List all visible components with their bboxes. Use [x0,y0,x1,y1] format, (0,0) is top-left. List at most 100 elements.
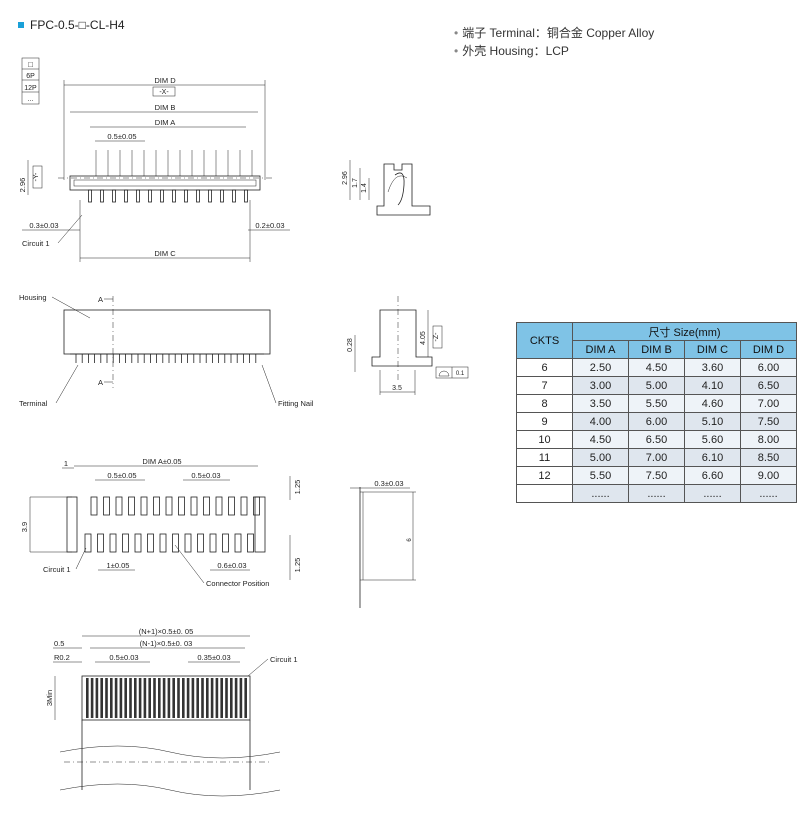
footprint-pad-top [90,496,98,516]
footprint-pad-top [153,496,160,516]
top-pin-lead [148,189,152,203]
fpc-trace [244,678,247,718]
fp-dima-label: DIM A±0.05 [142,457,181,466]
cell-dimb: 7.00 [628,448,685,467]
dim-a-label: DIM A [155,118,175,127]
table-col-dima: DIM A [572,340,629,359]
fitting-nail-label: Fitting Nail [278,399,314,408]
top-h296-label: 2.96 [18,178,27,193]
pin-box-2: 12P [24,85,37,92]
footprint-pad-top [228,496,235,516]
footprint-pad-top [165,496,173,516]
fpc-trace [134,678,137,718]
fpc-3min-label: 3Min [45,690,54,706]
housing-label: Housing [19,293,47,302]
table-header-size: 尺寸 Size(mm) [572,322,797,341]
fp-conn-label: Connector Position [206,579,269,588]
top-pin-lead [88,189,92,203]
table-col-dimc: DIM C [684,340,741,359]
fpc-trace [220,678,223,718]
a-top-label: A [98,295,103,304]
cell-dimb: 5.50 [628,394,685,413]
fpc-trace [191,678,195,718]
cell-dimc: 3.60 [684,358,741,377]
table-header-ckts: CKTS [516,322,573,359]
cell-dimc: 6.60 [684,466,741,485]
fp-1-label: 1±0.05 [107,561,130,570]
top-pin-lead [112,189,116,203]
fpc-trace [158,678,161,718]
footprint-pad-bottom [197,533,204,553]
cell-dimc: 6.10 [684,448,741,467]
cell-dimd: 8.50 [740,448,797,467]
cell-dima: 4.00 [572,412,629,431]
top-pin-lead [196,189,200,203]
fpc-trace [114,678,118,718]
footprint-pad-bottom [209,533,217,553]
fpc-trace [177,678,180,718]
fpc-view: (N+1)×0.5±0. 05 (N-1)×0.5±0. 03 0.5 R0.2… [45,627,298,797]
fpc-trace [153,678,156,718]
cell-dimd: 7.50 [740,412,797,431]
fpc-trace [90,678,94,718]
fpc-trace [234,678,238,718]
side-14-label: 1.4 [361,183,368,193]
footprint-pad-top [203,496,210,516]
s35-label: 3.5 [392,385,402,392]
fpc-trace [196,678,199,718]
spec-housing-text: 外壳 Housing：LCP [462,44,569,58]
fpc-trace [201,678,204,718]
pl03-label: 0.3±0.03 [374,479,403,488]
fpc-trace [225,678,228,718]
fpc-trace [119,678,123,718]
fpc-trace [206,678,209,718]
s405-label: 4.05 [420,331,427,345]
fpc-n1p-label: (N+1)×0.5±0. 05 [139,627,194,636]
top-pin-lead [208,189,212,203]
cell-dimc: 5.10 [684,412,741,431]
top-circuit1-label: Circuit 1 [22,239,50,248]
top-pin-lead [232,189,236,203]
y-ref-label: -Y- [33,172,40,181]
pin-box-1: 6P [26,73,35,80]
fpc-trace [172,678,175,718]
cell-ckts: 6 [516,358,573,377]
cell-dimb: ...... [628,484,685,503]
table-col-dimb: DIM B [628,340,685,359]
fp-circuit1-label: Circuit 1 [43,565,71,574]
pin-box-0: □ [28,60,33,69]
fpc-trace [110,678,113,718]
footprint-pad-bottom [134,533,142,553]
footprint-pad-bottom [109,533,117,553]
top-pin-lead [184,189,188,203]
fpc-trace [100,678,103,718]
fpc-p-label: 0.5±0.03 [109,653,138,662]
top-view: DIM D -X- DIM B DIM A 0.5±0.05 2.96 -Y- … [18,76,290,262]
pl6-label: 6 [407,538,413,542]
fp-p2-label: 0.5±0.03 [191,471,220,480]
footprint-pad-bottom [147,533,154,553]
cell-dimb: 4.50 [628,358,685,377]
side-17-label: 1.7 [352,178,359,188]
top-pin-lead [220,189,224,203]
footprint-pad-top [178,496,185,516]
page-title: FPC-0.5-□-CL-H4 [18,18,125,32]
x-ref-label: -X- [159,89,169,96]
footprint-pad-top [190,496,198,516]
dim-d-label: DIM D [154,76,176,85]
table-row: ........................ [516,484,797,503]
spec-terminal: •端子 Terminal：铜合金 Copper Alloy [454,24,654,41]
side-profile: 2.96 1.7 1.4 [342,160,431,216]
cell-dimd: 8.00 [740,430,797,449]
footprint-pad-top [140,496,148,516]
cell-dimb: 7.50 [628,466,685,485]
cell-ckts: 7 [516,376,573,395]
dim-c-label: DIM C [154,249,176,258]
top-pin-lead [172,189,176,203]
cell-dimd: 6.50 [740,376,797,395]
top-pin-lead [124,189,128,203]
size-table: CKTS 尺寸 Size(mm) DIM A DIM B DIM C DIM D… [516,322,797,503]
